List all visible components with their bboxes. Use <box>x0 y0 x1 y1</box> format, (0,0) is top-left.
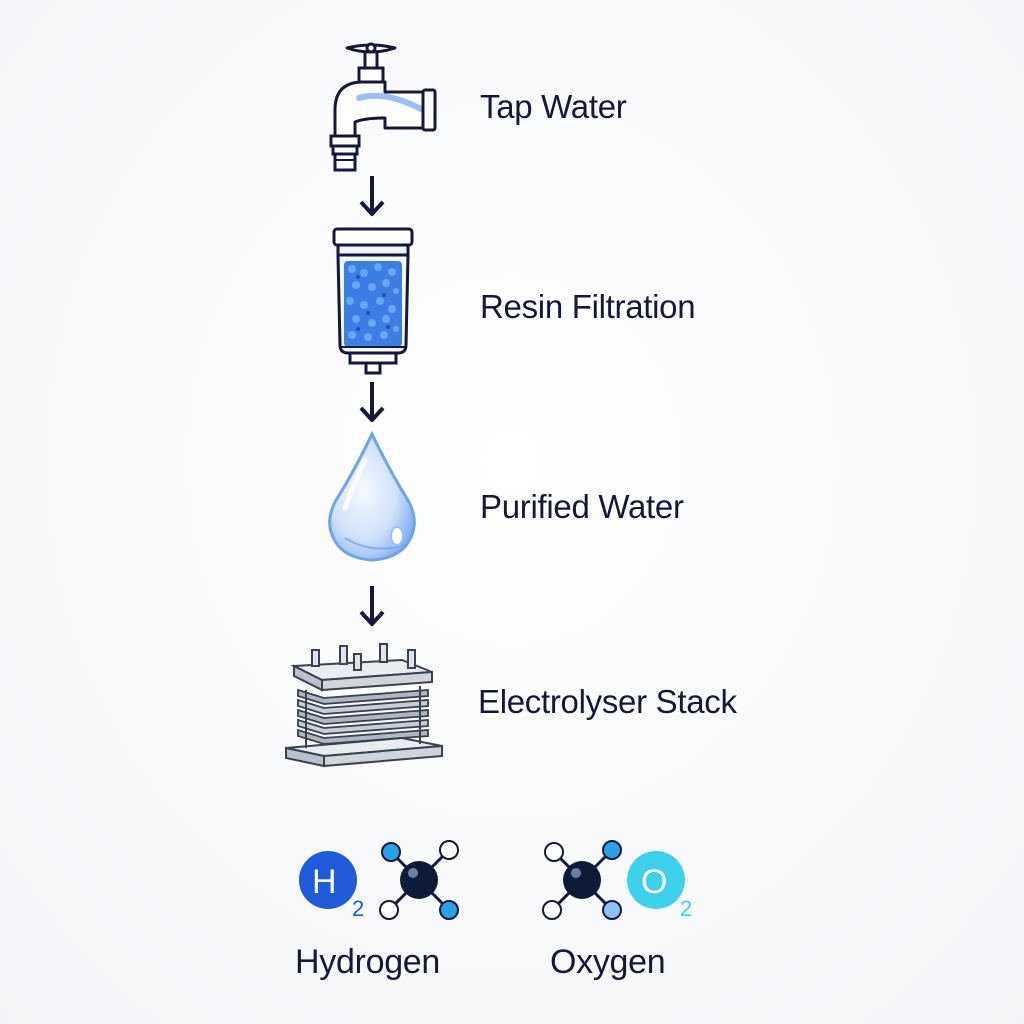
flow-arrow-icon <box>357 378 387 426</box>
flow-arrow-icon <box>357 172 387 220</box>
molecule-icon <box>538 836 628 926</box>
hydrogen-badge-letter: H <box>312 863 337 901</box>
step-label-electrolyser-stack: Electrolyser Stack <box>478 683 737 720</box>
oxygen-badge-icon: O 2 <box>626 848 706 920</box>
flow-arrow-icon <box>357 582 387 630</box>
hydrogen-badge-icon: H 2 <box>298 848 378 920</box>
step-label-resin-filtration: Resin Filtration <box>480 288 696 325</box>
molecule-icon <box>375 836 465 926</box>
oxygen-badge-subscript: 2 <box>680 896 692 920</box>
water-drop-icon <box>325 430 420 565</box>
electrolyser-stack-icon <box>282 636 447 781</box>
step-label-tap-water: Tap Water <box>480 88 627 125</box>
oxygen-badge-letter: O <box>641 863 667 901</box>
step-label-purified-water: Purified Water <box>480 488 684 525</box>
faucet-icon <box>305 40 445 180</box>
hydrogen-badge-subscript: 2 <box>352 896 364 920</box>
output-label-oxygen: Oxygen <box>550 943 666 981</box>
output-label-hydrogen: Hydrogen <box>295 943 441 981</box>
resin-filter-icon <box>328 225 418 380</box>
